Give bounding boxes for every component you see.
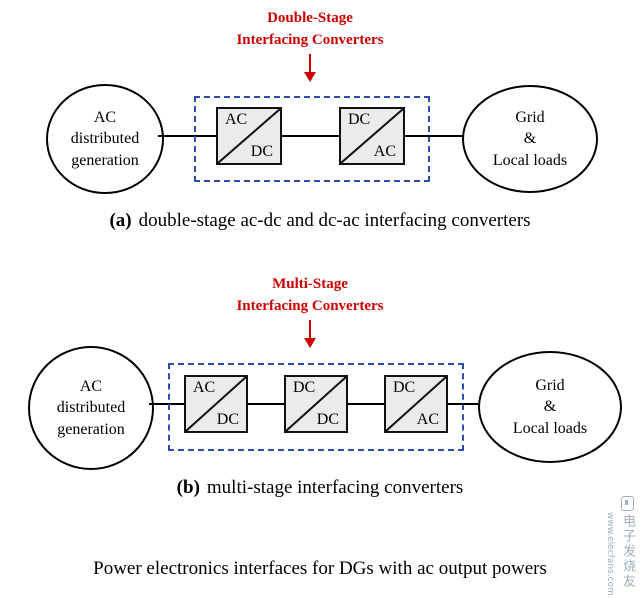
source-line-1: AC bbox=[93, 108, 117, 126]
wire-b-source bbox=[149, 403, 185, 405]
figure-footer-text: Power electronics interfaces for DGs wit… bbox=[93, 558, 547, 579]
sink-line-3: Local loads bbox=[492, 151, 568, 169]
wire-b-sink bbox=[448, 403, 478, 405]
caption-b-label: (b) bbox=[176, 477, 200, 498]
watermark-brand-column: 电子发烧友 bbox=[618, 496, 637, 589]
converter-group-box-b bbox=[168, 363, 464, 451]
converter-top-label: DC bbox=[348, 111, 371, 128]
source-line-1: AC bbox=[79, 377, 103, 395]
annotation-line-1: Multi-Stage bbox=[272, 276, 348, 292]
caption-b-text: multi-stage interfacing converters bbox=[206, 477, 464, 498]
converter-block-dc-ac-b: DC AC bbox=[384, 375, 448, 433]
converter-block-dc-ac-a: DC AC bbox=[339, 107, 405, 165]
converter-bottom-label: AC bbox=[416, 411, 439, 428]
caption-a-label: (a) bbox=[109, 210, 132, 231]
annotation-double-stage: Double-Stage Interfacing Converters bbox=[180, 8, 440, 52]
source-line-3: generation bbox=[57, 420, 125, 438]
wire-b-mid-2 bbox=[348, 403, 384, 405]
converter-bottom-label: DC bbox=[250, 143, 273, 160]
converter-group-box-a bbox=[194, 96, 430, 182]
watermark-brand-text: 电子发烧友 bbox=[620, 514, 635, 590]
converter-top-label: DC bbox=[293, 379, 316, 396]
diagonal-line-icon bbox=[218, 109, 280, 163]
diagonal-line-icon bbox=[386, 377, 446, 431]
converter-top-label: AC bbox=[225, 111, 248, 128]
sink-node-b: Grid & Local loads bbox=[478, 351, 622, 463]
sink-line-2: & bbox=[523, 130, 537, 148]
sink-line-1: Grid bbox=[515, 108, 545, 126]
annotation-line-2: Interfacing Converters bbox=[236, 297, 384, 314]
converter-top-label: AC bbox=[193, 379, 216, 396]
source-line-2: distributed bbox=[70, 130, 140, 148]
sink-line-2: & bbox=[543, 398, 557, 416]
diagonal-line-icon bbox=[286, 377, 346, 431]
source-line-3: generation bbox=[71, 151, 139, 169]
watermark-url: www.elecfans.com bbox=[605, 512, 615, 596]
source-node-b: AC distributed generation bbox=[28, 346, 154, 470]
down-arrow-icon-b bbox=[303, 320, 317, 348]
caption-b: (b) multi-stage interfacing converters bbox=[0, 477, 640, 499]
caption-a: (a) double-stage ac-dc and dc-ac interfac… bbox=[0, 210, 640, 232]
sink-line-3: Local loads bbox=[512, 419, 588, 437]
wire-a-source bbox=[158, 135, 218, 137]
converter-bottom-label: DC bbox=[216, 411, 239, 428]
watermark-logo-icon bbox=[621, 496, 634, 512]
wire-a-sink bbox=[405, 135, 464, 137]
diagonal-line-icon bbox=[341, 109, 403, 163]
down-arrow-icon-a bbox=[303, 54, 317, 82]
wire-a-mid bbox=[282, 135, 339, 137]
arrow-head bbox=[304, 338, 316, 348]
arrow-shaft bbox=[309, 54, 311, 72]
converter-bottom-label: AC bbox=[373, 143, 396, 160]
converter-block-ac-dc-a: AC DC bbox=[216, 107, 282, 165]
diagonal-line-icon bbox=[186, 377, 246, 431]
converter-block-ac-dc-b: AC DC bbox=[184, 375, 248, 433]
converter-block-dc-dc-b: DC DC bbox=[284, 375, 348, 433]
annotation-line-1: Double-Stage bbox=[267, 10, 353, 26]
wire-b-mid-1 bbox=[248, 403, 284, 405]
arrow-head bbox=[304, 72, 316, 82]
converter-bottom-label: DC bbox=[316, 411, 339, 428]
source-line-2: distributed bbox=[56, 399, 126, 417]
converter-top-label: DC bbox=[393, 379, 416, 396]
source-node-a: AC distributed generation bbox=[46, 84, 164, 194]
sink-line-1: Grid bbox=[535, 376, 565, 394]
arrow-shaft bbox=[309, 320, 311, 338]
sink-node-a: Grid & Local loads bbox=[462, 85, 598, 193]
watermark: www.elecfans.com 电子发烧友 bbox=[605, 496, 637, 596]
annotation-multi-stage: Multi-Stage Interfacing Converters bbox=[180, 274, 440, 318]
annotation-line-2: Interfacing Converters bbox=[236, 31, 384, 48]
caption-a-text: double-stage ac-dc and dc-ac interfacing… bbox=[138, 210, 531, 231]
